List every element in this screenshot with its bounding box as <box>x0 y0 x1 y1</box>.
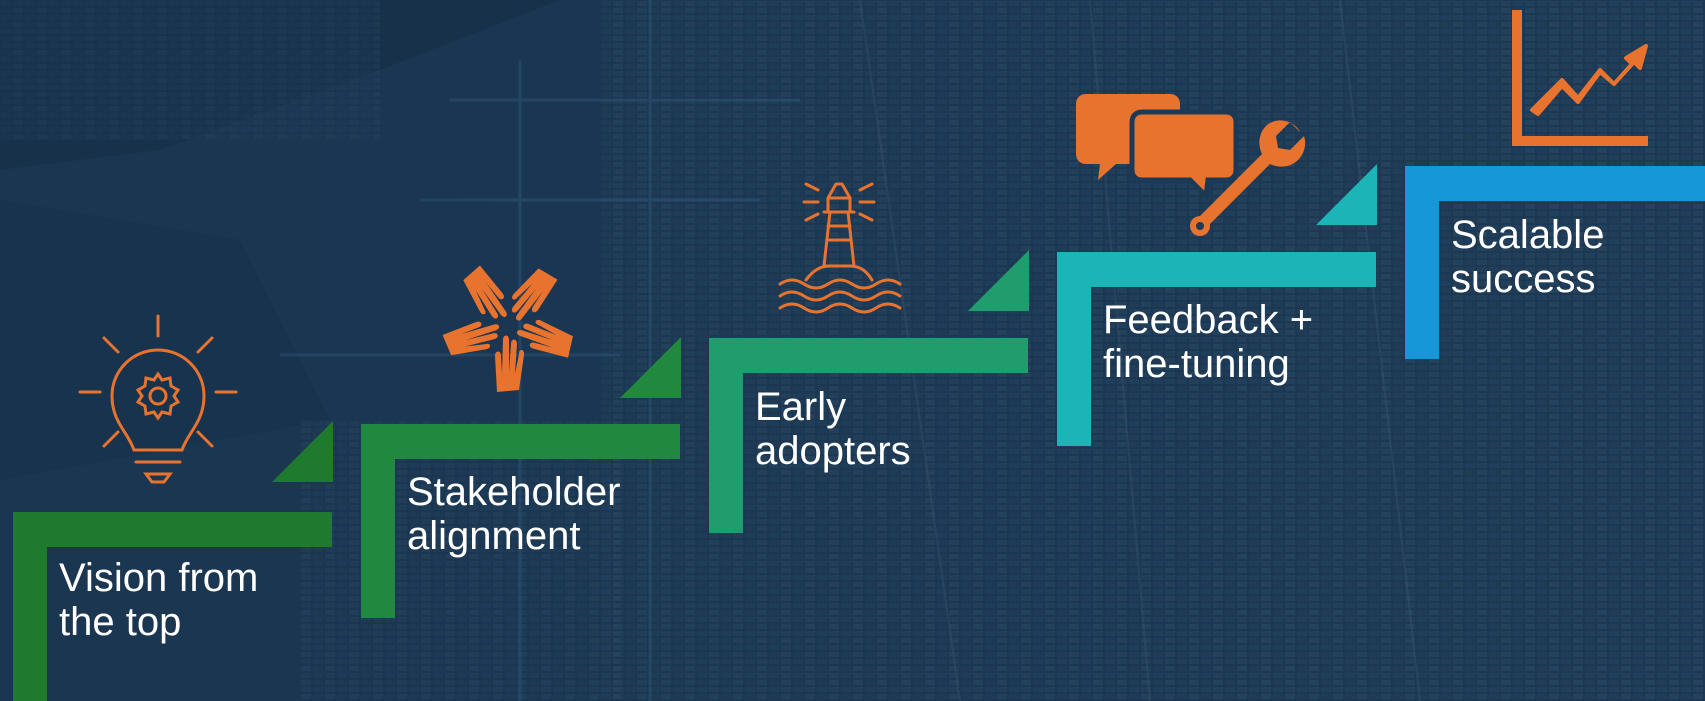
step-5-label: Scalable success <box>1451 213 1604 301</box>
step-1-label-line-2: the top <box>59 600 182 644</box>
step-5-label-line-2: success <box>1451 257 1596 301</box>
lighthouse-icon <box>778 182 902 314</box>
step-1-label: Vision from the top <box>59 556 258 644</box>
step-1-label-line-1: Vision from <box>59 556 259 600</box>
step-3-label: Early adopters <box>755 385 911 473</box>
growth-chart-icon <box>1512 10 1648 146</box>
step-2-label: Stakeholder alignment <box>407 470 620 558</box>
step-3-label-line-2: adopters <box>755 429 911 473</box>
lightbulb-gear-icon <box>78 314 238 484</box>
step-2-shape <box>361 337 681 618</box>
step-1-shape <box>13 421 333 701</box>
step-5-shape <box>1405 166 1705 359</box>
step-4-label: Feedback + fine-tuning <box>1103 298 1313 386</box>
chat-bubbles-wrench-icon <box>1076 94 1306 236</box>
step-4-label-line-1: Feedback + <box>1103 298 1314 342</box>
step-5-label-line-1: Scalable <box>1451 213 1605 257</box>
step-3-label-line-1: Early <box>755 385 847 429</box>
step-4-label-line-2: fine-tuning <box>1103 342 1290 386</box>
joined-hands-icon <box>442 265 573 392</box>
step-3-shape <box>709 250 1029 533</box>
step-2-label-line-1: Stakeholder <box>407 470 621 514</box>
step-2-label-line-2: alignment <box>407 514 581 558</box>
step-4-shape <box>1057 164 1377 446</box>
